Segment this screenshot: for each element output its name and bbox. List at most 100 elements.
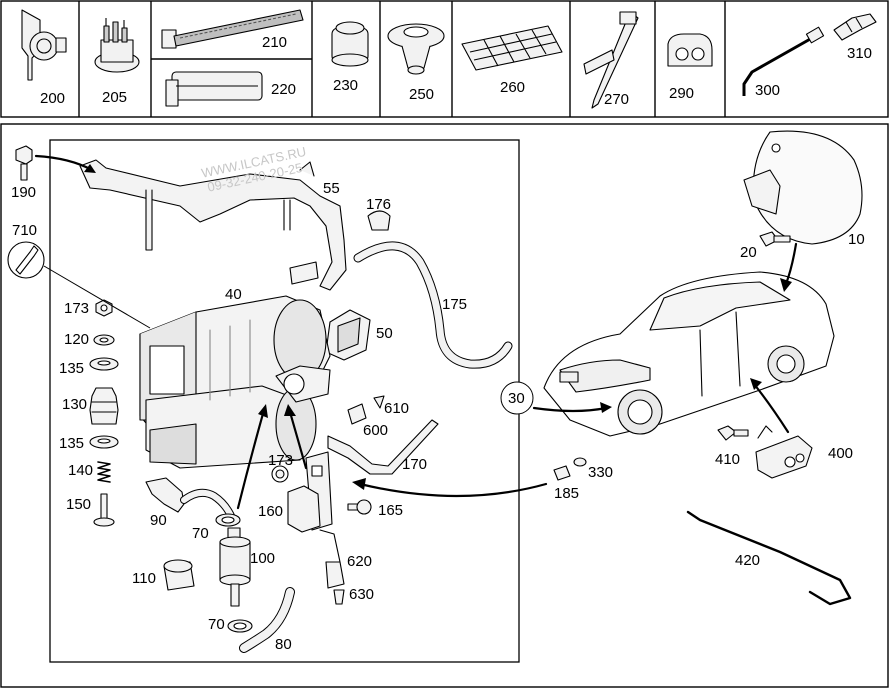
callout-620[interactable]: 620 (347, 553, 373, 570)
part-label-220[interactable]: 220 (271, 81, 297, 98)
callout-420[interactable]: 420 (735, 552, 761, 569)
callout-140[interactable]: 140 (68, 462, 94, 479)
callout-135b[interactable]: 135 (59, 435, 85, 452)
arrow-30-head (600, 402, 612, 413)
sensor-200-icon (21, 9, 67, 81)
reservoir-10-icon (743, 130, 863, 245)
callout-165[interactable]: 165 (378, 502, 404, 519)
washer-120-icon (93, 334, 115, 346)
rubber-profile-220-icon (165, 71, 263, 107)
callout-185[interactable]: 185 (554, 485, 580, 502)
header-parts-frame (0, 0, 889, 118)
damper-130-icon (89, 387, 119, 425)
part-label-200[interactable]: 200 (40, 90, 66, 107)
arrow-70-head (258, 404, 268, 418)
callout-630[interactable]: 630 (349, 586, 375, 603)
callout-600[interactable]: 600 (363, 422, 389, 439)
callout-10[interactable]: 10 (848, 231, 865, 248)
part-label-300[interactable]: 300 (755, 82, 781, 99)
part-label-310[interactable]: 310 (847, 45, 873, 62)
bolt-20-icon (759, 231, 791, 247)
leader-710 (43, 265, 151, 329)
bolt-190-icon (15, 145, 33, 181)
hose-90-icon (145, 477, 236, 522)
part-label-230[interactable]: 230 (333, 77, 359, 94)
callout-150[interactable]: 150 (66, 496, 92, 513)
grommet-230-icon (331, 21, 369, 67)
seal-173b-icon (271, 465, 289, 483)
clip-600-icon (347, 403, 367, 425)
part-label-210[interactable]: 210 (262, 34, 288, 51)
arrow-30 (532, 406, 608, 413)
clamp-70a-icon (215, 513, 241, 527)
callout-30[interactable]: 30 (508, 390, 525, 407)
wrench-710-icon (7, 241, 45, 279)
callout-100[interactable]: 100 (250, 550, 276, 567)
callout-130[interactable]: 130 (62, 396, 88, 413)
arrow-400 (752, 382, 790, 434)
fitting-310-icon (833, 13, 877, 41)
clip-290-icon (667, 33, 713, 67)
arrow-160-head (284, 404, 296, 416)
badge-30 (500, 381, 534, 415)
part-label-260[interactable]: 260 (500, 79, 526, 96)
cable-tie-270-icon (583, 11, 639, 109)
callout-610[interactable]: 610 (384, 400, 410, 417)
callout-170[interactable]: 170 (402, 456, 428, 473)
callout-80[interactable]: 80 (275, 636, 292, 653)
screw-165-icon (347, 499, 372, 515)
cable-strip-210-icon (161, 9, 304, 49)
callout-710[interactable]: 710 (12, 222, 38, 239)
spring-140-icon (97, 461, 111, 483)
callout-40[interactable]: 40 (225, 286, 242, 303)
bolt-410-icon (717, 425, 749, 441)
callout-70a[interactable]: 70 (192, 525, 209, 542)
part-label-205[interactable]: 205 (102, 89, 128, 106)
bolt-150-icon (93, 493, 115, 527)
callout-410[interactable]: 410 (715, 451, 741, 468)
connector-205-icon (94, 18, 140, 73)
callout-120[interactable]: 120 (64, 331, 90, 348)
bracket-50-icon (325, 309, 371, 361)
callout-70b[interactable]: 70 (208, 616, 225, 633)
arrow-185 (358, 482, 548, 498)
callout-135a[interactable]: 135 (59, 360, 85, 377)
callout-330[interactable]: 330 (588, 464, 614, 481)
arrow-185-head (352, 478, 366, 490)
callout-400[interactable]: 400 (828, 445, 854, 462)
callout-176[interactable]: 176 (366, 196, 392, 213)
callout-50[interactable]: 50 (376, 325, 393, 342)
callout-20[interactable]: 20 (740, 244, 757, 261)
pipe-300-icon (742, 26, 825, 96)
nut-173-icon (95, 299, 113, 317)
line-170-icon (327, 419, 439, 475)
part-label-250[interactable]: 250 (409, 86, 435, 103)
callout-90[interactable]: 90 (150, 512, 167, 529)
callout-190[interactable]: 190 (11, 184, 37, 201)
part-label-290[interactable]: 290 (669, 85, 695, 102)
callout-160[interactable]: 160 (258, 503, 284, 520)
clamp-70b-icon (227, 619, 253, 633)
bracket-55-icon (79, 159, 347, 291)
arrow-160 (288, 410, 308, 470)
callout-173b[interactable]: 173 (268, 452, 294, 469)
arrow-10-head (780, 278, 792, 292)
car-icon (543, 271, 835, 437)
arrow-190-head (84, 164, 96, 173)
holder-110-icon (163, 559, 195, 591)
main-frame (0, 123, 889, 688)
clamp-176-icon (367, 210, 391, 231)
part-label-270[interactable]: 270 (604, 91, 630, 108)
valve-400-icon (755, 425, 813, 479)
callout-175[interactable]: 175 (442, 296, 468, 313)
plug-620-icon (325, 561, 345, 589)
callout-55[interactable]: 55 (323, 180, 340, 197)
callout-110[interactable]: 110 (132, 570, 156, 587)
hose-80-icon (239, 587, 295, 653)
fitting-185-icon (553, 465, 571, 481)
fitting-330-icon (573, 457, 587, 467)
pipe-420-icon (686, 510, 852, 606)
valve-block-160-icon (287, 451, 341, 563)
callout-173a[interactable]: 173 (64, 300, 90, 317)
